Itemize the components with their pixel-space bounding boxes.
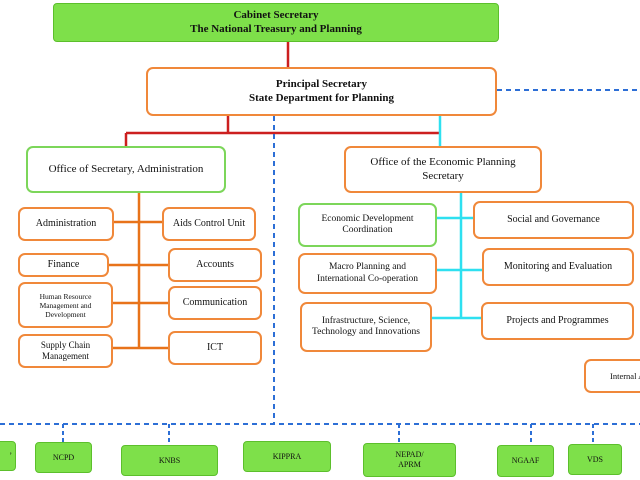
accounts-label: Accounts (196, 259, 234, 270)
admin-office-label: Office of Secretary, Administration (48, 162, 204, 175)
principal-secretary-title: Principal Secretary (275, 78, 368, 91)
agency-nepad-box: NEPAD/ APRM (363, 443, 456, 477)
ict-box: ICT (168, 331, 262, 365)
agency-ncpd-box: NCPD (35, 442, 92, 473)
administration-box: Administration (18, 207, 114, 241)
communication-box: Communication (168, 286, 262, 320)
hr-box: Human Resource Management and Developmen… (18, 282, 113, 328)
cabinet-secretary-box: Cabinet Secretary The National Treasury … (53, 3, 499, 42)
econ-office-line1: Office of the Economic Planning (370, 156, 516, 169)
finance-label: Finance (47, 259, 80, 270)
state-department-title: State Department for Planning (249, 91, 394, 104)
agency-partial-box: ’ (0, 441, 16, 471)
treasury-title: The National Treasury and Planning (190, 22, 362, 35)
aids-control-box: Aids Control Unit (162, 207, 256, 241)
macro-planning-box: Macro Planning and International Co-oper… (298, 253, 437, 294)
agency-kippra-box: KIPPRA (243, 441, 331, 472)
aids-control-label: Aids Control Unit (172, 218, 246, 229)
accounts-box: Accounts (168, 248, 262, 282)
econ-office-box: Office of the Economic Planning Secretar… (344, 146, 542, 193)
finance-box: Finance (18, 253, 109, 277)
infrastructure-box: Infrastructure, Science, Technology and … (300, 302, 432, 352)
social-governance-box: Social and Governance (473, 201, 634, 239)
agency-knbs-box: KNBS (121, 445, 218, 476)
cabinet-secretary-title: Cabinet Secretary (233, 9, 319, 22)
admin-office-box: Office of Secretary, Administration (26, 146, 226, 193)
edc-box: Economic Development Coordination (298, 203, 437, 247)
supply-chain-box: Supply Chain Management (18, 334, 113, 368)
administration-label: Administration (35, 218, 97, 229)
agency-vds-box: VDS (568, 444, 622, 475)
internal-audit-box: Internal A (584, 359, 640, 393)
ict-label: ICT (206, 342, 224, 353)
monitoring-evaluation-box: Monitoring and Evaluation (482, 248, 634, 286)
principal-secretary-box: Principal Secretary State Department for… (146, 67, 497, 116)
econ-office-line2: Secretary (422, 169, 464, 182)
agency-ngaaf-box: NGAAF (497, 445, 554, 477)
projects-programmes-box: Projects and Programmes (481, 302, 634, 340)
communication-label: Communication (182, 297, 248, 308)
